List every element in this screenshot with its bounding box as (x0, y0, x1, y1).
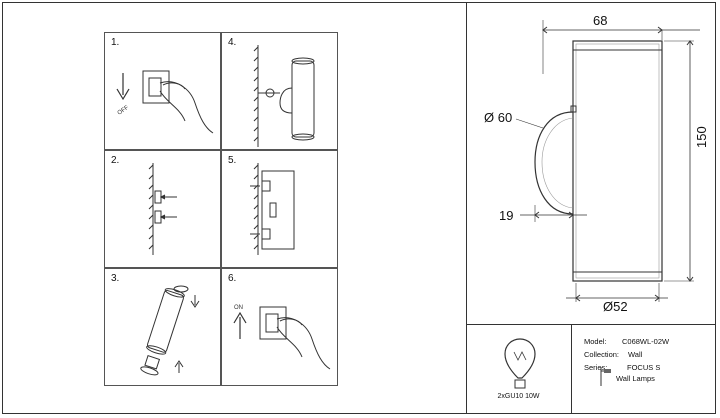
type-value: Wall Lamps (616, 374, 655, 383)
info-column-divider (571, 324, 572, 414)
collection-value: Wall (628, 350, 643, 359)
on-label: ON (234, 305, 243, 311)
fix-bracket-illustration (250, 163, 295, 255)
drawing-frame (2, 2, 716, 414)
dimension-diameter-bottom: Ø52 (603, 299, 628, 314)
dimension-depth: 19 (499, 208, 514, 223)
step-5-panel: 5. (221, 150, 338, 268)
collection-label: Collection: (584, 350, 620, 359)
bulb-caption: 2xGU10 10W (497, 393, 540, 400)
step-3-number: 3. (111, 273, 120, 284)
series-label: Series: (584, 363, 608, 372)
step-2-number: 2. (111, 155, 120, 166)
insert-bulb-illustration (140, 285, 200, 376)
step-5-number: 5. (228, 155, 237, 166)
series-value: FOCUS S (627, 363, 661, 372)
drill-holes-illustration (148, 163, 177, 255)
dimension-height: 150 (694, 126, 709, 148)
switch-on-illustration: ON (233, 305, 331, 370)
mount-lamp-illustration (253, 45, 315, 147)
step-1-number: 1. (111, 37, 120, 48)
dimension-diameter-base: Ø 60 (484, 110, 513, 125)
info-divider (466, 324, 716, 325)
step-6-number: 6. (228, 273, 237, 284)
switch-off-illustration: OFF (116, 70, 214, 134)
step-4-number: 4. (228, 37, 237, 48)
model-value: C068WL-02W (622, 337, 670, 346)
panel-divider (466, 2, 467, 414)
installation-steps: 1. OFF 4. 2. (104, 32, 340, 389)
dimension-width: 68 (593, 13, 608, 28)
step-6-panel: 6. ON (221, 268, 338, 386)
model-label: Model: (584, 337, 607, 346)
step-3-panel: 3. (104, 268, 221, 386)
off-label: OFF (117, 105, 131, 117)
step-1-panel: 1. OFF (104, 32, 221, 150)
step-4-panel: 4. (221, 32, 338, 150)
step-2-panel: 2. (104, 150, 221, 268)
